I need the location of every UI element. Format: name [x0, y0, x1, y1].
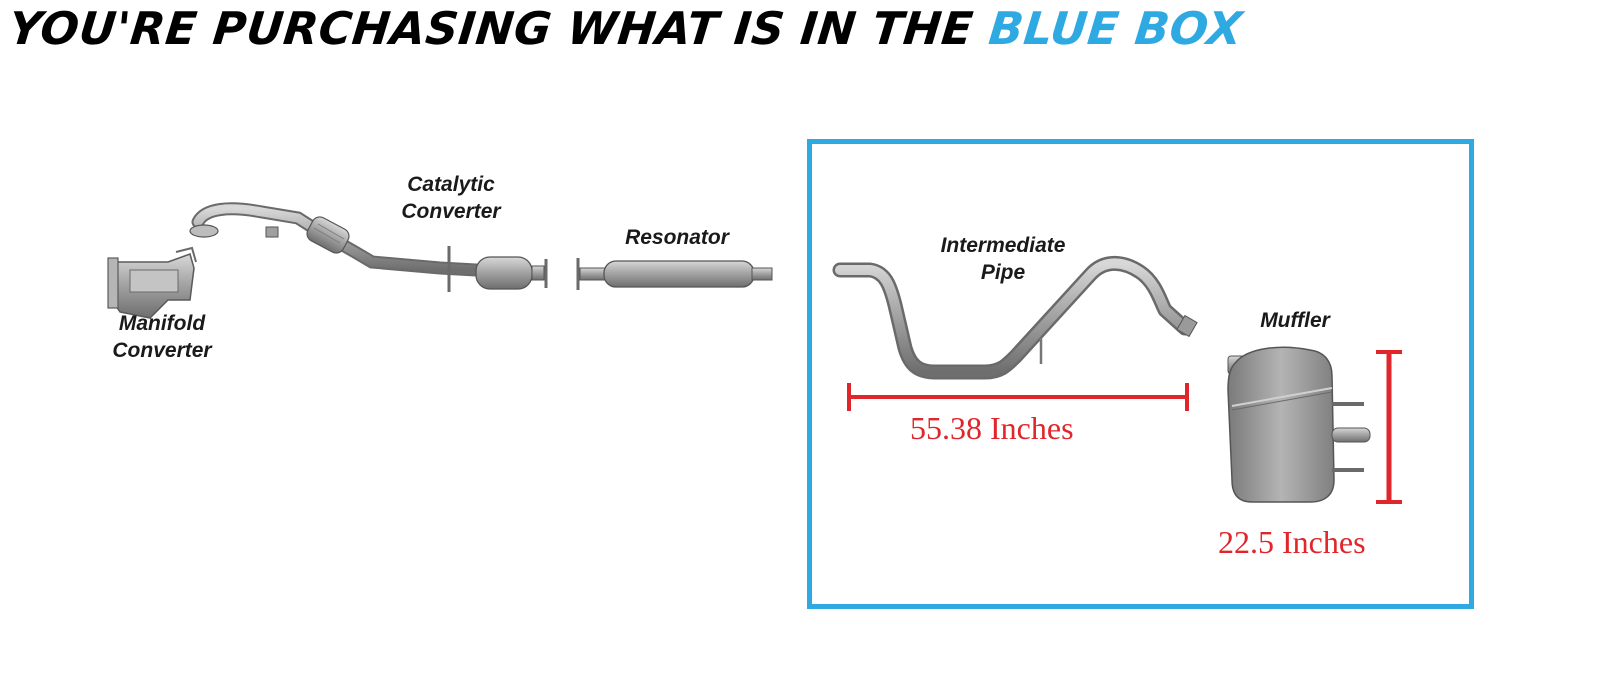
- intermediate-pipe-part: [832, 255, 1198, 380]
- measure-intermediate-pipe: 55.38 Inches: [910, 410, 1074, 446]
- muffler-height-dimension-line: [1376, 350, 1402, 504]
- label-resonator: Resonator: [625, 226, 729, 249]
- pipe-length-dimension-line: [847, 383, 1189, 411]
- manifold-converter-part: [107, 246, 197, 319]
- label-intermediate-line1: Intermediate: [940, 234, 1066, 257]
- label-catalytic-line2: Converter: [401, 200, 501, 223]
- label-manifold-converter: Manifold Converter: [92, 310, 232, 364]
- label-muffler: Muffler: [1260, 309, 1330, 332]
- muffler-part: [1227, 346, 1371, 503]
- label-intermediate-line2: Pipe: [980, 261, 1026, 284]
- resonator-part: [576, 258, 773, 290]
- label-intermediate-pipe: Intermediate Pipe: [918, 232, 1088, 286]
- measure-muffler: 22.5 Inches: [1218, 524, 1366, 560]
- label-manifold-line1: Manifold: [118, 312, 206, 335]
- blue-box-frame: [807, 139, 1474, 609]
- label-catalytic-converter: Catalytic Converter: [378, 171, 524, 225]
- catalytic-converter-part: [189, 202, 548, 292]
- label-manifold-line2: Converter: [112, 339, 212, 362]
- label-catalytic-line1: Catalytic: [407, 173, 495, 196]
